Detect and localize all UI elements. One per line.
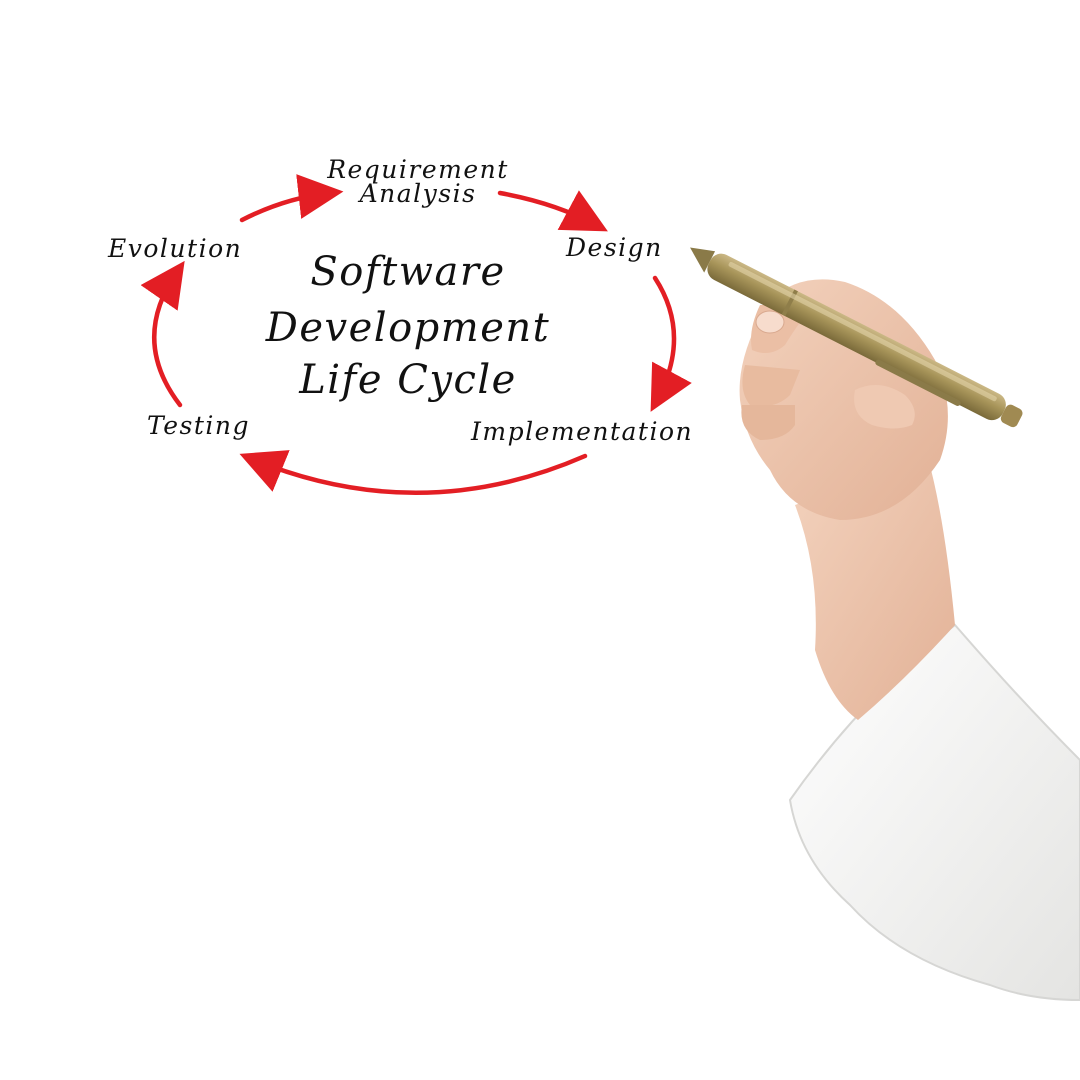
stage-testing: Testing <box>147 411 250 440</box>
stage-requirement-line2: Analysis <box>358 179 477 208</box>
title-line-3: Life Cycle <box>298 357 517 403</box>
stage-evolution: Evolution <box>107 234 242 263</box>
arrow-requirement-to-design <box>497 190 608 232</box>
thumb <box>854 385 915 429</box>
hand <box>739 279 948 520</box>
ring-finger <box>741 405 795 440</box>
stage-requirement-line1: Requirement <box>326 155 509 184</box>
middle-finger <box>742 365 800 407</box>
forearm <box>795 458 955 720</box>
pen <box>690 247 1023 428</box>
fingernail <box>755 310 785 334</box>
hand-with-pen-illustration <box>690 247 1080 1002</box>
stage-implementation: Implementation <box>470 417 693 446</box>
arrow-evolution-to-requirement <box>239 174 344 223</box>
arrow-implementation-to-testing <box>239 450 588 495</box>
stage-design: Design <box>565 233 663 262</box>
title-line-1: Software <box>310 249 505 295</box>
cycle-arrows <box>140 174 692 495</box>
arrow-testing-to-evolution <box>140 260 185 408</box>
title-line-2: Development <box>265 305 550 351</box>
arrow-design-to-implementation <box>650 275 692 412</box>
